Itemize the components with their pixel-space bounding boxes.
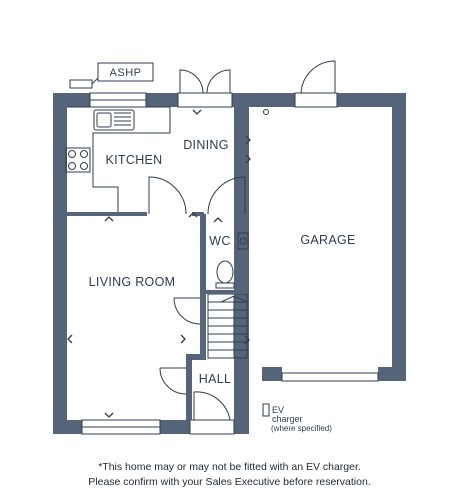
chevron-kitchen-bottom bbox=[104, 216, 114, 222]
chevrons bbox=[67, 109, 251, 418]
ashp-unit bbox=[69, 79, 93, 89]
garage-fixture-dot bbox=[263, 109, 269, 115]
wall-hall-living bbox=[186, 354, 192, 420]
room-label-hall: HALL bbox=[199, 372, 231, 386]
room-label-garage: GARAGE bbox=[300, 233, 355, 247]
garage-rear-door-swing bbox=[300, 60, 336, 94]
kitchen-worktop bbox=[67, 106, 171, 214]
hob-ring-3 bbox=[68, 162, 76, 170]
patio-door-left bbox=[179, 69, 204, 94]
wall-dining-wc bbox=[192, 212, 204, 216]
wall-kitchen-living bbox=[67, 212, 147, 216]
chevron-living-bottom bbox=[104, 412, 114, 418]
ashp-label: ASHP bbox=[110, 67, 142, 79]
sink bbox=[93, 109, 135, 131]
wall-garage-south-right bbox=[378, 367, 406, 381]
hob-ring-2 bbox=[80, 150, 88, 158]
chevron-living-left bbox=[67, 334, 73, 344]
footnote-line-2: Please confirm with your Sales Executive… bbox=[88, 476, 371, 488]
wc-basin bbox=[237, 232, 249, 250]
front-door-swing bbox=[193, 391, 231, 421]
wall-garage-east bbox=[392, 93, 406, 381]
front-door-opening bbox=[190, 420, 234, 434]
kitchen-living-door bbox=[148, 176, 187, 215]
patio-door-frame bbox=[177, 92, 233, 108]
chevron-dining-top bbox=[192, 109, 202, 115]
footnote-line-1: *This home may or may not be fitted with… bbox=[98, 461, 361, 473]
wc-basin-bowl bbox=[239, 237, 247, 245]
room-label-dining: DINING bbox=[183, 138, 229, 152]
chevron-living-right bbox=[180, 334, 186, 344]
wall-wc-south bbox=[200, 290, 248, 294]
hob bbox=[65, 147, 91, 173]
fixtures bbox=[65, 60, 379, 435]
garage-door bbox=[281, 372, 379, 382]
ev-charger bbox=[262, 403, 270, 417]
internal-walls bbox=[67, 212, 248, 420]
wall-garage-south-left bbox=[262, 367, 282, 381]
chevron-dining-bottom bbox=[188, 212, 198, 218]
front-door-frame bbox=[189, 419, 235, 435]
living-room-door bbox=[173, 297, 201, 325]
ashp-label-box bbox=[97, 62, 154, 82]
ev-note-label: (where specified) bbox=[271, 424, 332, 433]
garage-rear-door-opening bbox=[295, 93, 337, 107]
room-label-wc: WC bbox=[209, 234, 230, 248]
garage-rear-door-frame bbox=[294, 92, 338, 108]
wall-west bbox=[53, 93, 67, 434]
ev-label: EV bbox=[272, 405, 284, 415]
hob-ring-1 bbox=[68, 150, 76, 158]
ev-charger-label: charger bbox=[272, 414, 303, 424]
chevron-dining-right-2 bbox=[245, 154, 251, 164]
hall-door bbox=[159, 367, 187, 395]
toilet-cistern bbox=[215, 282, 235, 289]
room-label-living-room: LIVING ROOM bbox=[89, 275, 176, 289]
internal-doors bbox=[148, 176, 246, 395]
ashp-leader bbox=[91, 77, 99, 85]
sink-bowl bbox=[96, 112, 112, 128]
garage-door-opening bbox=[282, 367, 378, 381]
patio-door-right bbox=[206, 69, 231, 94]
wall-stairs-west bbox=[200, 290, 206, 358]
toilet-bowl bbox=[216, 260, 234, 284]
room-label-kitchen: KITCHEN bbox=[106, 153, 163, 167]
wall-wc-west bbox=[200, 214, 206, 294]
wall-hall-jog bbox=[186, 354, 206, 360]
chevron-hall-right bbox=[244, 335, 250, 345]
wc-door bbox=[207, 176, 246, 215]
hob-ring-4 bbox=[80, 162, 88, 170]
chevron-wc-top bbox=[213, 217, 223, 223]
chevron-dining-right bbox=[245, 135, 251, 145]
patio-door-opening bbox=[178, 93, 232, 107]
